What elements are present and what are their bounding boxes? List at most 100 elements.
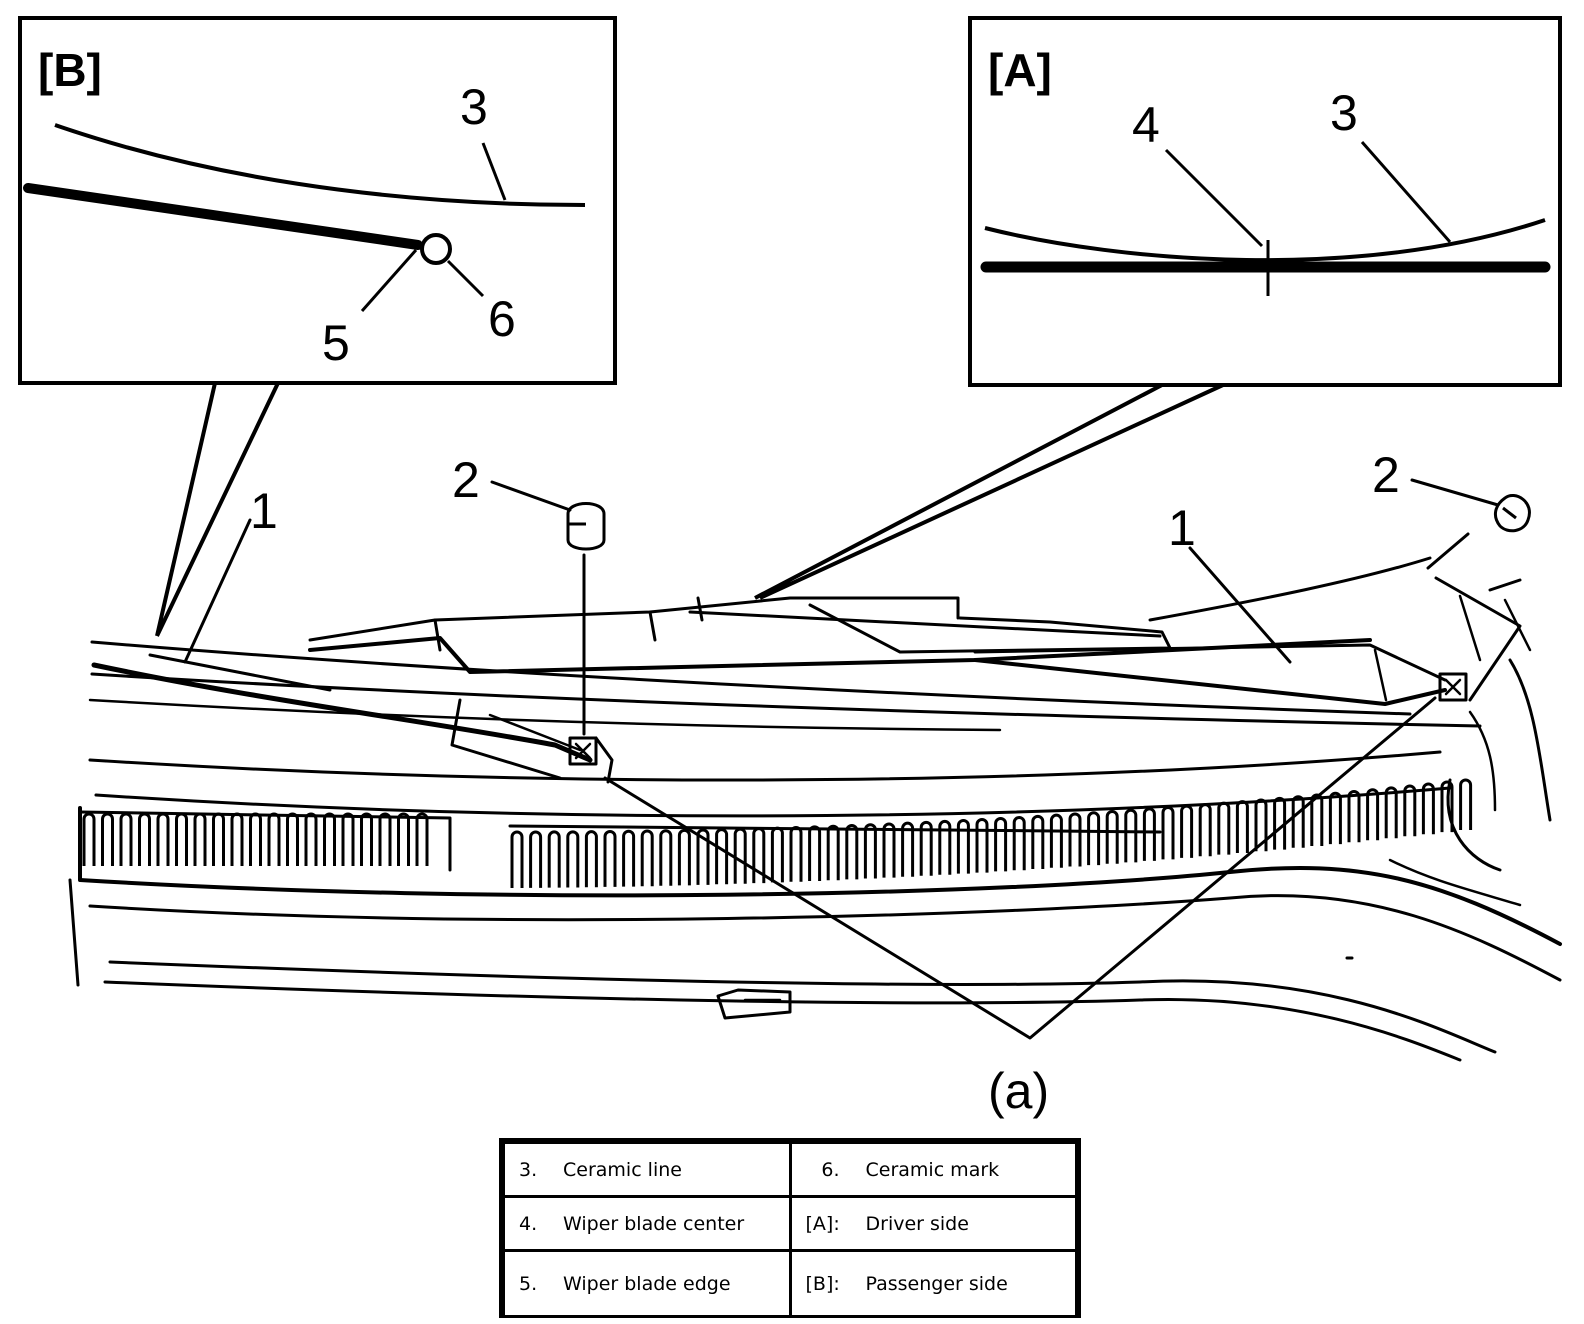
vent-slot — [304, 812, 318, 866]
vent-slot — [1217, 801, 1231, 855]
vent-slot — [193, 812, 207, 866]
vent-slot — [82, 812, 96, 866]
vent-slot — [510, 830, 524, 888]
legend-num: 4. — [519, 1212, 538, 1235]
vent-slot — [1142, 807, 1156, 861]
inset-a-label-ceramic-line: 3 — [1330, 85, 1358, 141]
cowl-vents-left — [82, 812, 429, 866]
wiper-cap-right — [1493, 494, 1531, 533]
vent-slot — [845, 824, 859, 880]
vent-slot — [677, 828, 691, 886]
inset-b-title: [B] — [38, 44, 102, 96]
vent-slot — [566, 830, 580, 888]
vent-slot — [1012, 816, 1026, 871]
legend-cell-left: 4. Wiper blade center — [502, 1195, 792, 1252]
legend-text: Ceramic line — [563, 1158, 682, 1181]
legend-num: 5. — [519, 1272, 538, 1295]
vehicle-cowl-illustration — [68, 478, 1562, 1062]
vent-slot — [547, 830, 561, 888]
legend-text: Passenger side — [865, 1272, 1008, 1295]
vent-slot — [1328, 791, 1342, 845]
cowl-vents-right — [510, 778, 1473, 888]
vent-slot — [956, 819, 970, 874]
vent-slot — [1161, 806, 1175, 860]
vent-slot — [1366, 788, 1380, 841]
inset-b-label-ceramic-mark: 6 — [488, 291, 516, 347]
vent-slot — [415, 812, 429, 866]
vent-slot — [1403, 784, 1417, 837]
vent-slot — [230, 812, 244, 866]
inset-b-label-blade-edge: 5 — [322, 315, 350, 371]
vent-slot — [175, 812, 188, 866]
legend-row: 3. Ceramic line 6. Ceramic mark — [502, 1141, 1078, 1198]
vent-slot — [397, 812, 410, 866]
callout-cap-right: 2 — [1372, 447, 1400, 503]
vent-slot — [212, 812, 225, 866]
vent-slot — [1235, 800, 1249, 854]
vent-slot — [1384, 786, 1398, 839]
vent-slot — [267, 812, 281, 866]
vent-slot — [1198, 803, 1212, 857]
vent-slot — [1068, 812, 1082, 867]
vent-slot — [715, 828, 729, 885]
legend-num: 3. — [519, 1158, 538, 1181]
vent-slot — [603, 830, 617, 887]
callout-nuts: (a) — [988, 1063, 1049, 1119]
vent-slot — [752, 827, 766, 884]
vent-slot — [323, 812, 336, 866]
vent-slot — [1310, 793, 1324, 846]
legend-cell-left: 5. Wiper blade edge — [502, 1249, 792, 1318]
vent-slot — [808, 825, 822, 881]
legend-text: Driver side — [865, 1212, 969, 1235]
vent-slot — [733, 827, 747, 884]
callout-arm-left: 1 — [250, 483, 278, 539]
vent-slot — [584, 830, 598, 888]
vent-slot — [1347, 790, 1361, 843]
legend-num: [B]: — [805, 1272, 840, 1295]
legend-text: Ceramic mark — [865, 1158, 1000, 1181]
vent-slot — [1124, 808, 1138, 863]
vent-slot — [1273, 796, 1287, 850]
vent-slot — [938, 819, 952, 875]
vent-slot — [249, 812, 262, 866]
vent-slot — [1105, 810, 1119, 864]
vent-slot — [622, 829, 636, 887]
legend-table: 3. Ceramic line 6. Ceramic mark 4. Wiper bl… — [499, 1138, 1081, 1318]
legend-row: 5. Wiper blade edge [B]: Passenger side — [502, 1249, 1078, 1318]
vent-slot — [659, 829, 673, 886]
vent-slot — [119, 812, 133, 866]
vent-slot — [1291, 795, 1305, 848]
vent-slot — [378, 812, 392, 866]
vent-slot — [640, 829, 654, 887]
vent-slot — [696, 828, 710, 885]
vent-slot — [1421, 782, 1435, 835]
vent-slot — [1049, 813, 1063, 868]
vent-slot — [1087, 811, 1101, 866]
inset-a-label-blade-center: 4 — [1132, 97, 1160, 153]
legend-cell-right: 6. Ceramic mark — [788, 1141, 1078, 1198]
vent-slot — [1440, 780, 1454, 833]
vent-slot — [341, 812, 355, 866]
inset-b-label-ceramic-line: 3 — [460, 79, 488, 135]
legend-text: Wiper blade center — [563, 1212, 745, 1235]
legend-cell-right: [A]:Driver side — [788, 1195, 1078, 1252]
vent-slot — [1180, 804, 1194, 858]
callout-arm-right: 1 — [1168, 500, 1196, 556]
vent-slot — [770, 826, 784, 883]
inset-a — [754, 16, 1562, 600]
legend-cell-left: 3. Ceramic line — [502, 1141, 792, 1198]
vent-slot — [901, 821, 915, 877]
callout-cap-left: 2 — [452, 452, 480, 508]
legend-text: Wiper blade edge — [563, 1272, 731, 1295]
vent-slot — [919, 820, 933, 876]
legend-cell-right: [B]: Passenger side — [788, 1249, 1078, 1318]
vent-slot — [101, 812, 114, 866]
vent-slot — [882, 822, 896, 878]
vent-slot — [286, 812, 299, 866]
vent-slot — [1031, 814, 1045, 870]
vent-slot — [789, 826, 803, 882]
legend-num: 6. — [821, 1158, 840, 1181]
wiper-cap-left — [566, 502, 606, 551]
vent-slot — [826, 824, 840, 881]
inset-b — [18, 16, 617, 637]
